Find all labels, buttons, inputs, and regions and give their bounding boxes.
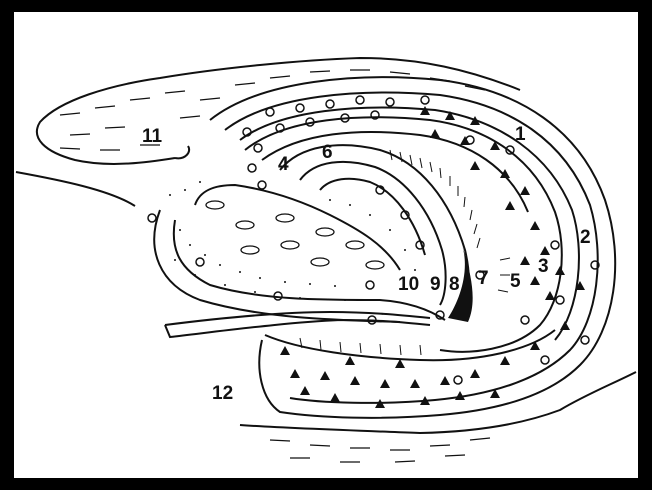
label-1: 1 <box>515 124 526 145</box>
label-6: 6 <box>322 142 333 163</box>
label-11: 11 <box>142 126 163 147</box>
label-5: 5 <box>510 271 521 292</box>
label-4: 4 <box>278 154 289 175</box>
label-8: 8 <box>449 274 460 295</box>
label-7: 7 <box>478 268 489 289</box>
label-9: 9 <box>430 274 441 295</box>
label-3: 3 <box>538 256 549 277</box>
label-2: 2 <box>580 227 591 248</box>
label-10: 10 <box>398 274 419 295</box>
label-12: 12 <box>212 383 233 404</box>
